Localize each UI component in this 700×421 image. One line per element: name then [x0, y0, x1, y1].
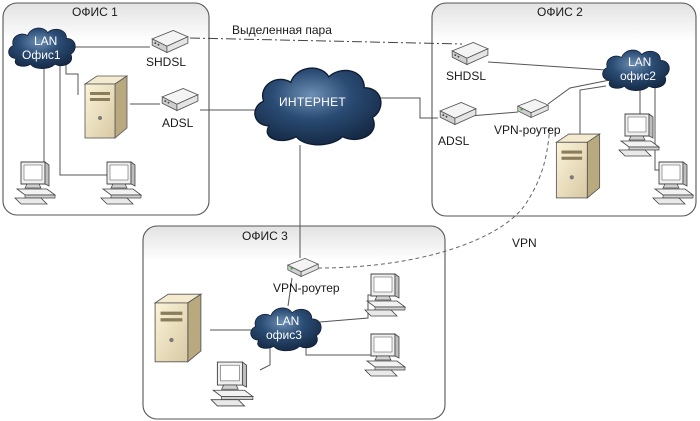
lan1-pc2-link	[59, 65, 110, 176]
lan-office1-line1: LAN	[34, 34, 57, 48]
lan-office3-cloud: LAN офис3	[250, 307, 322, 352]
vpn-router-office2-label: VPN-роутер	[494, 123, 561, 137]
office-3-title: ОФИС 3	[242, 229, 288, 243]
adsl-office2-label: ADSL	[438, 134, 470, 148]
workstation-office3-a	[210, 361, 254, 407]
server-office1	[84, 75, 128, 139]
shdsl2-lan2-link	[487, 61, 607, 71]
internet-cloud: ИНТЕРНЕТ	[254, 67, 382, 146]
lan-office1-line2: Офис1	[22, 48, 61, 62]
shdsl-office2-label: SHDSL	[446, 69, 486, 83]
adsl2-vpnrouter-link	[469, 111, 519, 117]
workstation-office2-a	[618, 113, 660, 157]
lan3-pc3-link	[305, 346, 382, 356]
lan-office3-line2: офис3	[266, 328, 302, 342]
internet-adsl2-link	[378, 97, 438, 119]
adsl-office1-label: ADSL	[162, 116, 194, 130]
workstation-office1-b	[100, 161, 142, 205]
vpn-router-office3-label: VPN-роутер	[273, 281, 340, 295]
vpnrouter-lan2-link	[547, 79, 611, 105]
lan2-server-link	[579, 85, 607, 150]
leased-line-label: Выделенная пара	[232, 23, 332, 37]
lan-office2-cloud: LAN офис2	[602, 49, 670, 91]
vpn-tunnel-label: VPN	[512, 236, 537, 250]
lan1-server-link	[65, 65, 79, 95]
office-2-title: ОФИС 2	[537, 5, 583, 19]
workstation-office3-c	[364, 333, 406, 377]
internet-label: ИНТЕРНЕТ	[279, 95, 346, 109]
workstation-office3-b	[364, 273, 406, 317]
workstation-office1-a	[14, 161, 56, 205]
lan-office2-line1: LAN	[628, 55, 651, 69]
server-office2	[555, 133, 601, 199]
workstation-office2-b	[652, 161, 694, 205]
vpnrouter3-lan3-link	[287, 277, 293, 307]
vpn-tunnel-line	[317, 124, 551, 269]
server-office3	[154, 293, 202, 363]
lan-office3-line1: LAN	[276, 314, 299, 328]
office-1-title: ОФИС 1	[72, 5, 118, 19]
connection-lines	[43, 46, 672, 371]
lan-office1-cloud: LAN Офис1	[8, 27, 76, 69]
leased-line	[189, 37, 463, 45]
shdsl-office1-label: SHDSL	[146, 55, 186, 69]
lan3-pc1-link	[259, 348, 271, 371]
lan-office2-line2: офис2	[620, 69, 656, 83]
